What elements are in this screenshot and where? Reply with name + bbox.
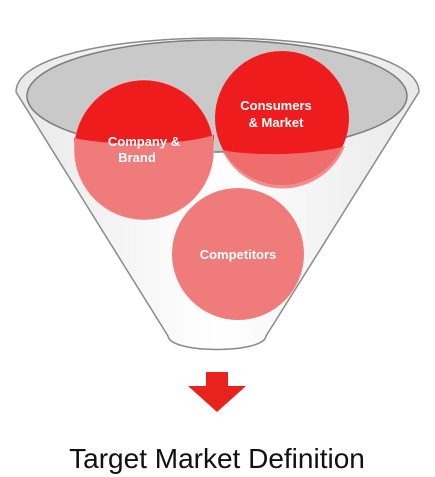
bubble-company-brand-line1: Company & [108,134,180,149]
bubble-company-brand: Company & Brand [73,79,215,221]
bubble-competitors: Competitors [172,188,304,320]
bubble-consumers-market-line2: & Market [249,115,305,130]
bubble-competitors-label: Competitors [200,247,277,262]
down-arrow-icon [188,372,246,412]
diagram-caption: Target Market Definition [69,443,365,474]
bubble-company-brand-line2: Brand [118,150,156,165]
bubble-consumers-market-line1: Consumers [240,98,312,113]
bubble-consumers-market: Consumers & Market [215,51,349,189]
